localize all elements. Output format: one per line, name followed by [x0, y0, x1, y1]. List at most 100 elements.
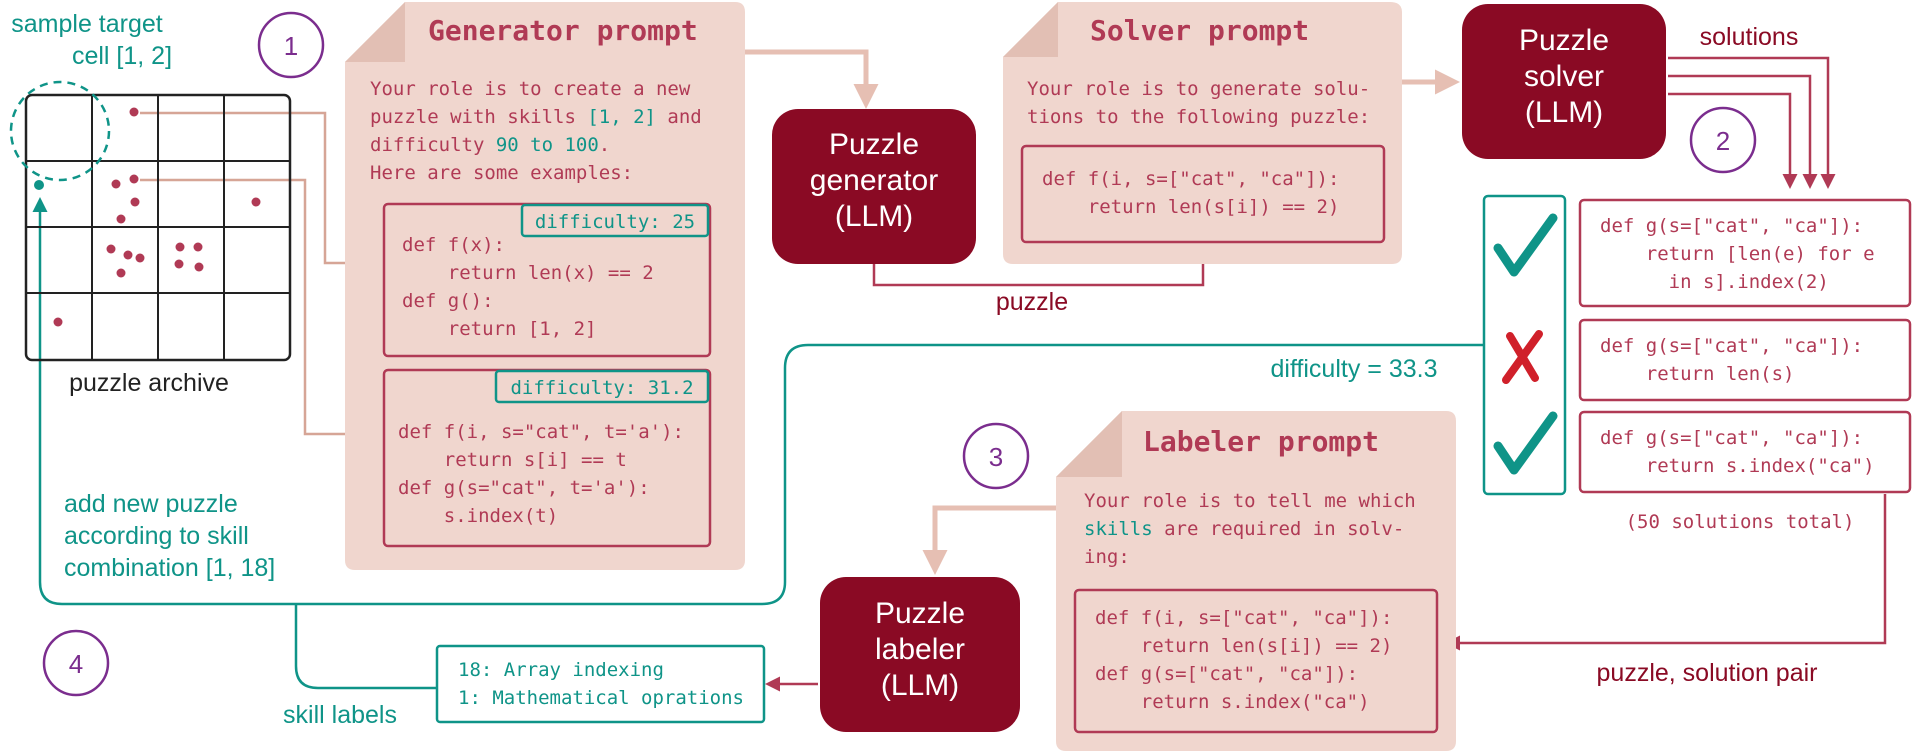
solver-prompt-line: tions to the following puzzle:: [1027, 106, 1370, 128]
target-cell-label-2: cell [1, 2]: [72, 42, 172, 70]
edge-label-pair: puzzle, solution pair: [1597, 659, 1818, 687]
labeler-code-line: return s.index("ca"): [1095, 691, 1370, 713]
example2-code: def f(i, s="cat", t='a'): return s[i] ==…: [398, 421, 684, 527]
arrow-archive-to-example1: [140, 111, 375, 271]
arrow-solutions-3: [1668, 92, 1798, 189]
example1-code-line: return [1, 2]: [402, 318, 596, 340]
step-3-circle: 3: [962, 422, 1030, 490]
example2-code-line: def g(s="cat", t='a'):: [398, 477, 650, 499]
labeler-prompt-line: Your role is to tell me which: [1084, 490, 1416, 512]
generator-prompt-line: difficulty 90 to 100.: [370, 134, 610, 156]
solution-code-line: def g(s=["cat", "ca"]):: [1600, 427, 1863, 449]
arrow-add-to-archive: [32, 197, 1484, 606]
svg-text:2: 2: [1716, 126, 1730, 156]
solution-code-line: return [len(e) for e: [1600, 243, 1875, 265]
example1-code-line: return len(x) == 2: [402, 262, 654, 284]
solution-code-line: in s].index(2): [1600, 271, 1829, 293]
solution-code-line: def g(s=["cat", "ca"]):: [1600, 335, 1863, 357]
solver-code-box: [1020, 144, 1386, 244]
labeler-code: def f(i, s=["cat", "ca"]): return len(s[…: [1095, 607, 1392, 713]
step-4-circle: 4: [42, 629, 110, 697]
step-1-circle: 1: [257, 11, 325, 79]
example1-difficulty-badge: [520, 203, 710, 238]
difficulty-label: difficulty = 33.3: [1270, 355, 1437, 383]
solution-code: def g(s=["cat", "ca"]): return [len(e) f…: [1600, 215, 1875, 293]
solver-code-line: def f(i, s=["cat", "ca"]):: [1042, 168, 1339, 190]
solution-box: [1578, 198, 1912, 308]
arrow-solutions-1: [1668, 56, 1836, 189]
target-cell-label-1: sample target: [11, 10, 163, 38]
skill-label-line: 18: Array indexing: [458, 659, 664, 681]
skill-labels-caption: skill labels: [283, 701, 397, 729]
svg-text:3: 3: [989, 442, 1003, 472]
example1-code-line: def g():: [402, 290, 494, 312]
labeler-prompt-doc: Labeler prompt Your role is to tell me w…: [1056, 411, 1456, 751]
new-puzzle-dot: [34, 180, 44, 190]
solution-code-line: return s.index("ca"): [1600, 455, 1875, 477]
arrow-archive-to-example2: [140, 178, 375, 442]
solver-code-line: return len(s[i]) == 2): [1042, 196, 1339, 218]
svg-text:4: 4: [69, 649, 83, 679]
skill-label-line: 1: Mathematical oprations: [458, 687, 744, 709]
connectors: [32, 49, 1887, 692]
labeler-code-line: def f(i, s=["cat", "ca"]):: [1095, 607, 1392, 629]
solution-code: def g(s=["cat", "ca"]): return s.index("…: [1600, 427, 1875, 477]
archive-dots: [53, 107, 261, 327]
skill-labels-box: 18: Array indexing 1: Mathematical oprati…: [435, 644, 766, 724]
example2-code-line: return s[i] == t: [398, 449, 627, 471]
arrow-genprompt-to-generator: [745, 49, 879, 109]
example1-code: def f(x): return len(x) == 2 def g(): ret…: [402, 234, 654, 340]
solver-code: def f(i, s=["cat", "ca"]): return len(s[…: [1042, 168, 1339, 218]
connector-skills-to-loop: [294, 604, 437, 690]
edge-label-puzzle: puzzle: [996, 288, 1068, 316]
generator-prompt-line: puzzle with skills [1, 2] and: [370, 106, 702, 128]
generator-prompt-line: Here are some examples:: [370, 162, 633, 184]
example2-difficulty-text: difficulty: 31.2: [510, 377, 693, 399]
labeler-code-line: def g(s=["cat", "ca"]):: [1095, 663, 1358, 685]
solutions-list: def g(s=["cat", "ca"]): return [len(e) f…: [1578, 198, 1912, 494]
solver-prompt-title: Solver prompt: [1090, 14, 1309, 47]
solutions-total: (50 solutions total): [1626, 511, 1855, 533]
labeler-prompt-line: ing:: [1084, 546, 1130, 568]
check-icon: [1493, 213, 1558, 277]
example2-code-line: def f(i, s="cat", t='a'):: [398, 421, 684, 443]
generator-prompt-line: Your role is to create a new: [370, 78, 691, 100]
check-icon: [1493, 411, 1558, 475]
example2-code-line: s.index(t): [398, 505, 558, 527]
cross-icon: [1502, 330, 1543, 384]
solver-prompt-doc: Solver prompt Your role is to generate s…: [1003, 2, 1402, 264]
puzzle-archive: sample target cell [1, 2] puzzle archive: [9, 10, 292, 397]
solver-prompt-text: Your role is to generate solu-tions to t…: [1027, 78, 1370, 128]
labeler-code-line: return len(s[i]) == 2): [1095, 635, 1392, 657]
solution-box: [1578, 410, 1912, 494]
arrow-labelerprompt-to-labeler: [922, 505, 1060, 575]
arrow-generator-to-solver: [872, 245, 1211, 287]
arrow-solutions-2: [1668, 74, 1818, 189]
archive-caption: puzzle archive: [69, 369, 229, 397]
labeler-prompt-line: skills are required in solv-: [1084, 518, 1404, 540]
target-cell-marker: [9, 80, 111, 182]
verdict-column: [1482, 194, 1567, 496]
solution-code-line: def g(s=["cat", "ca"]):: [1600, 215, 1863, 237]
generator-prompt-doc: Generator prompt Your role is to create …: [345, 2, 745, 570]
labeler-prompt-text: Your role is to tell me which skills are …: [1084, 490, 1416, 568]
arrow-pair-to-labeler: [1445, 494, 1887, 651]
edge-label-solutions: solutions: [1700, 23, 1799, 51]
step-2-circle: 2: [1689, 106, 1757, 174]
generator-prompt-text: Your role is to create a new puzzle with …: [370, 78, 702, 184]
solution-code-line: return len(s): [1600, 363, 1794, 385]
solver-prompt-line: Your role is to generate solu-: [1027, 78, 1370, 100]
generator-prompt-title: Generator prompt: [428, 14, 698, 47]
example2-difficulty-badge: [494, 369, 710, 404]
labeler-prompt-title: Labeler prompt: [1143, 425, 1379, 458]
example1-code-line: def f(x):: [402, 234, 505, 256]
solution-box: [1578, 318, 1912, 402]
solution-code: def g(s=["cat", "ca"]): return len(s): [1600, 335, 1863, 385]
